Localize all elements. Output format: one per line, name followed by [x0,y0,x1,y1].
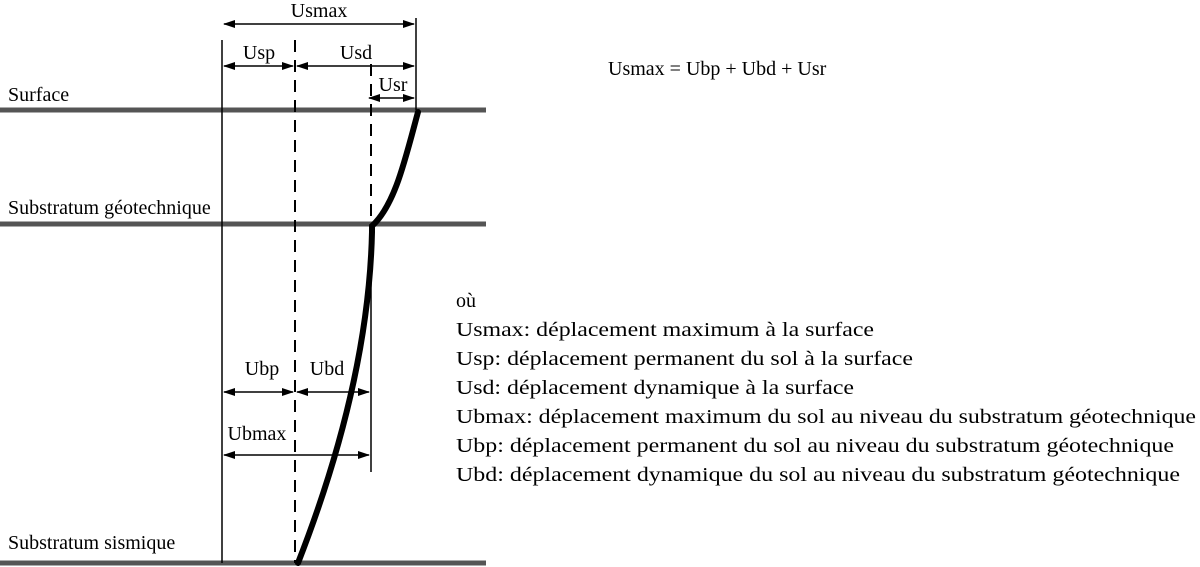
usr-dimension-label: Usr [379,74,408,96]
legend-item: Usd: déplacement dynamique à la surface [456,377,854,399]
ubmax-dimension-label: Ubmax [228,423,287,445]
legend-item: Usmax: déplacement maximum à la surface [456,319,874,341]
legend-item: Ubp: déplacement permanent du sol au niv… [456,435,1174,457]
legend-item: Ubd: déplacement dynamique du sol au niv… [456,464,1180,486]
usmax-dimension-label: Usmax [291,0,348,22]
ubd-dimension-label: Ubd [310,358,344,380]
legend-item: Usp: déplacement permanent du sol à la s… [456,348,913,370]
equation-text: Usmax = Ubp + Ubd + Usr [608,58,827,80]
displacement-profile-curve [295,109,421,566]
geotechnical-substratum-label: Substratum géotechnique [8,197,211,219]
legend-item: Ubmax: déplacement maximum du sol au niv… [456,406,1196,428]
seismic-substratum-label: Substratum sismique [8,532,175,554]
ubp-dimension-label: Ubp [245,358,279,380]
usd-dimension-label: Usd [340,42,372,64]
usp-dimension-label: Usp [243,42,275,64]
legend: où Usmax: déplacement maximum à la surfa… [456,290,1196,486]
legend-heading: où [456,290,476,312]
surface-label: Surface [8,84,69,106]
